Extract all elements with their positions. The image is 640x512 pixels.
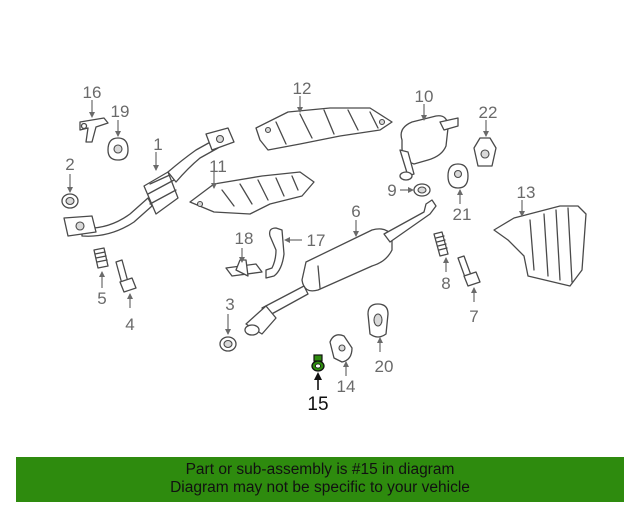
part-5-stud[interactable]	[93, 247, 109, 269]
callout-7[interactable]: 7	[469, 307, 478, 326]
part-11-heat-insulator[interactable]	[189, 171, 315, 215]
callout-6[interactable]: 6	[351, 202, 360, 221]
part-10-tail-pipe[interactable]	[399, 115, 459, 181]
exhaust-parts-diagram: 16 19 2 1 11 12	[61, 79, 587, 415]
banner-line-2: Diagram may not be specific to your vehi…	[170, 479, 470, 496]
part-1-front-pipe[interactable]	[63, 127, 235, 237]
callout-22[interactable]: 22	[479, 103, 498, 122]
callout-3[interactable]: 3	[225, 295, 234, 314]
callout-9[interactable]: 9	[387, 181, 396, 200]
callout-2[interactable]: 2	[65, 155, 74, 174]
callout-4[interactable]: 4	[125, 315, 134, 334]
callout-13[interactable]: 13	[517, 183, 536, 202]
part-12-heat-insulator[interactable]	[255, 107, 393, 151]
callout-12[interactable]: 12	[293, 79, 312, 98]
part-6-center-pipe[interactable]	[244, 199, 437, 336]
part-19-hanger[interactable]	[107, 137, 129, 161]
part-21-hanger[interactable]	[447, 163, 469, 189]
callout-16[interactable]: 16	[83, 83, 102, 102]
callout-5[interactable]: 5	[97, 289, 106, 308]
part-9-gasket[interactable]	[413, 183, 431, 197]
part-13-heat-shield[interactable]	[493, 205, 587, 287]
part-18-bracket[interactable]	[225, 259, 263, 277]
callout-17[interactable]: 17	[307, 231, 326, 250]
leader-arrowheads	[67, 107, 525, 367]
part-15-nut-highlighted[interactable]	[311, 354, 325, 372]
banner-line-1: Part or sub-assembly is #15 in diagram	[185, 461, 455, 478]
callout-21[interactable]: 21	[453, 205, 472, 224]
part-7-bolt[interactable]	[457, 255, 481, 287]
part-2-gasket[interactable]	[61, 193, 79, 209]
part-3-gasket[interactable]	[219, 336, 237, 352]
info-banner: Part or sub-assembly is #15 in diagram D…	[16, 457, 624, 502]
callout-11[interactable]: 11	[209, 157, 227, 176]
part-16-bracket[interactable]	[79, 117, 109, 143]
callout-1[interactable]: 1	[153, 135, 162, 154]
callout-10[interactable]: 10	[415, 87, 434, 106]
part-20-hanger[interactable]	[367, 303, 389, 338]
callout-15-highlighted[interactable]: 15	[307, 394, 328, 415]
part-22-mount[interactable]	[473, 137, 497, 167]
part-4-bolt[interactable]	[115, 259, 137, 293]
callout-20[interactable]: 20	[375, 357, 394, 376]
leader-15-arrowhead	[314, 372, 322, 380]
callout-18[interactable]: 18	[235, 229, 254, 248]
callout-14[interactable]: 14	[337, 377, 356, 396]
callout-19[interactable]: 19	[111, 102, 130, 121]
callout-8[interactable]: 8	[441, 274, 450, 293]
part-17-pipe[interactable]	[265, 227, 285, 279]
part-14-hanger[interactable]	[329, 334, 353, 363]
part-8-stud[interactable]	[433, 231, 449, 257]
